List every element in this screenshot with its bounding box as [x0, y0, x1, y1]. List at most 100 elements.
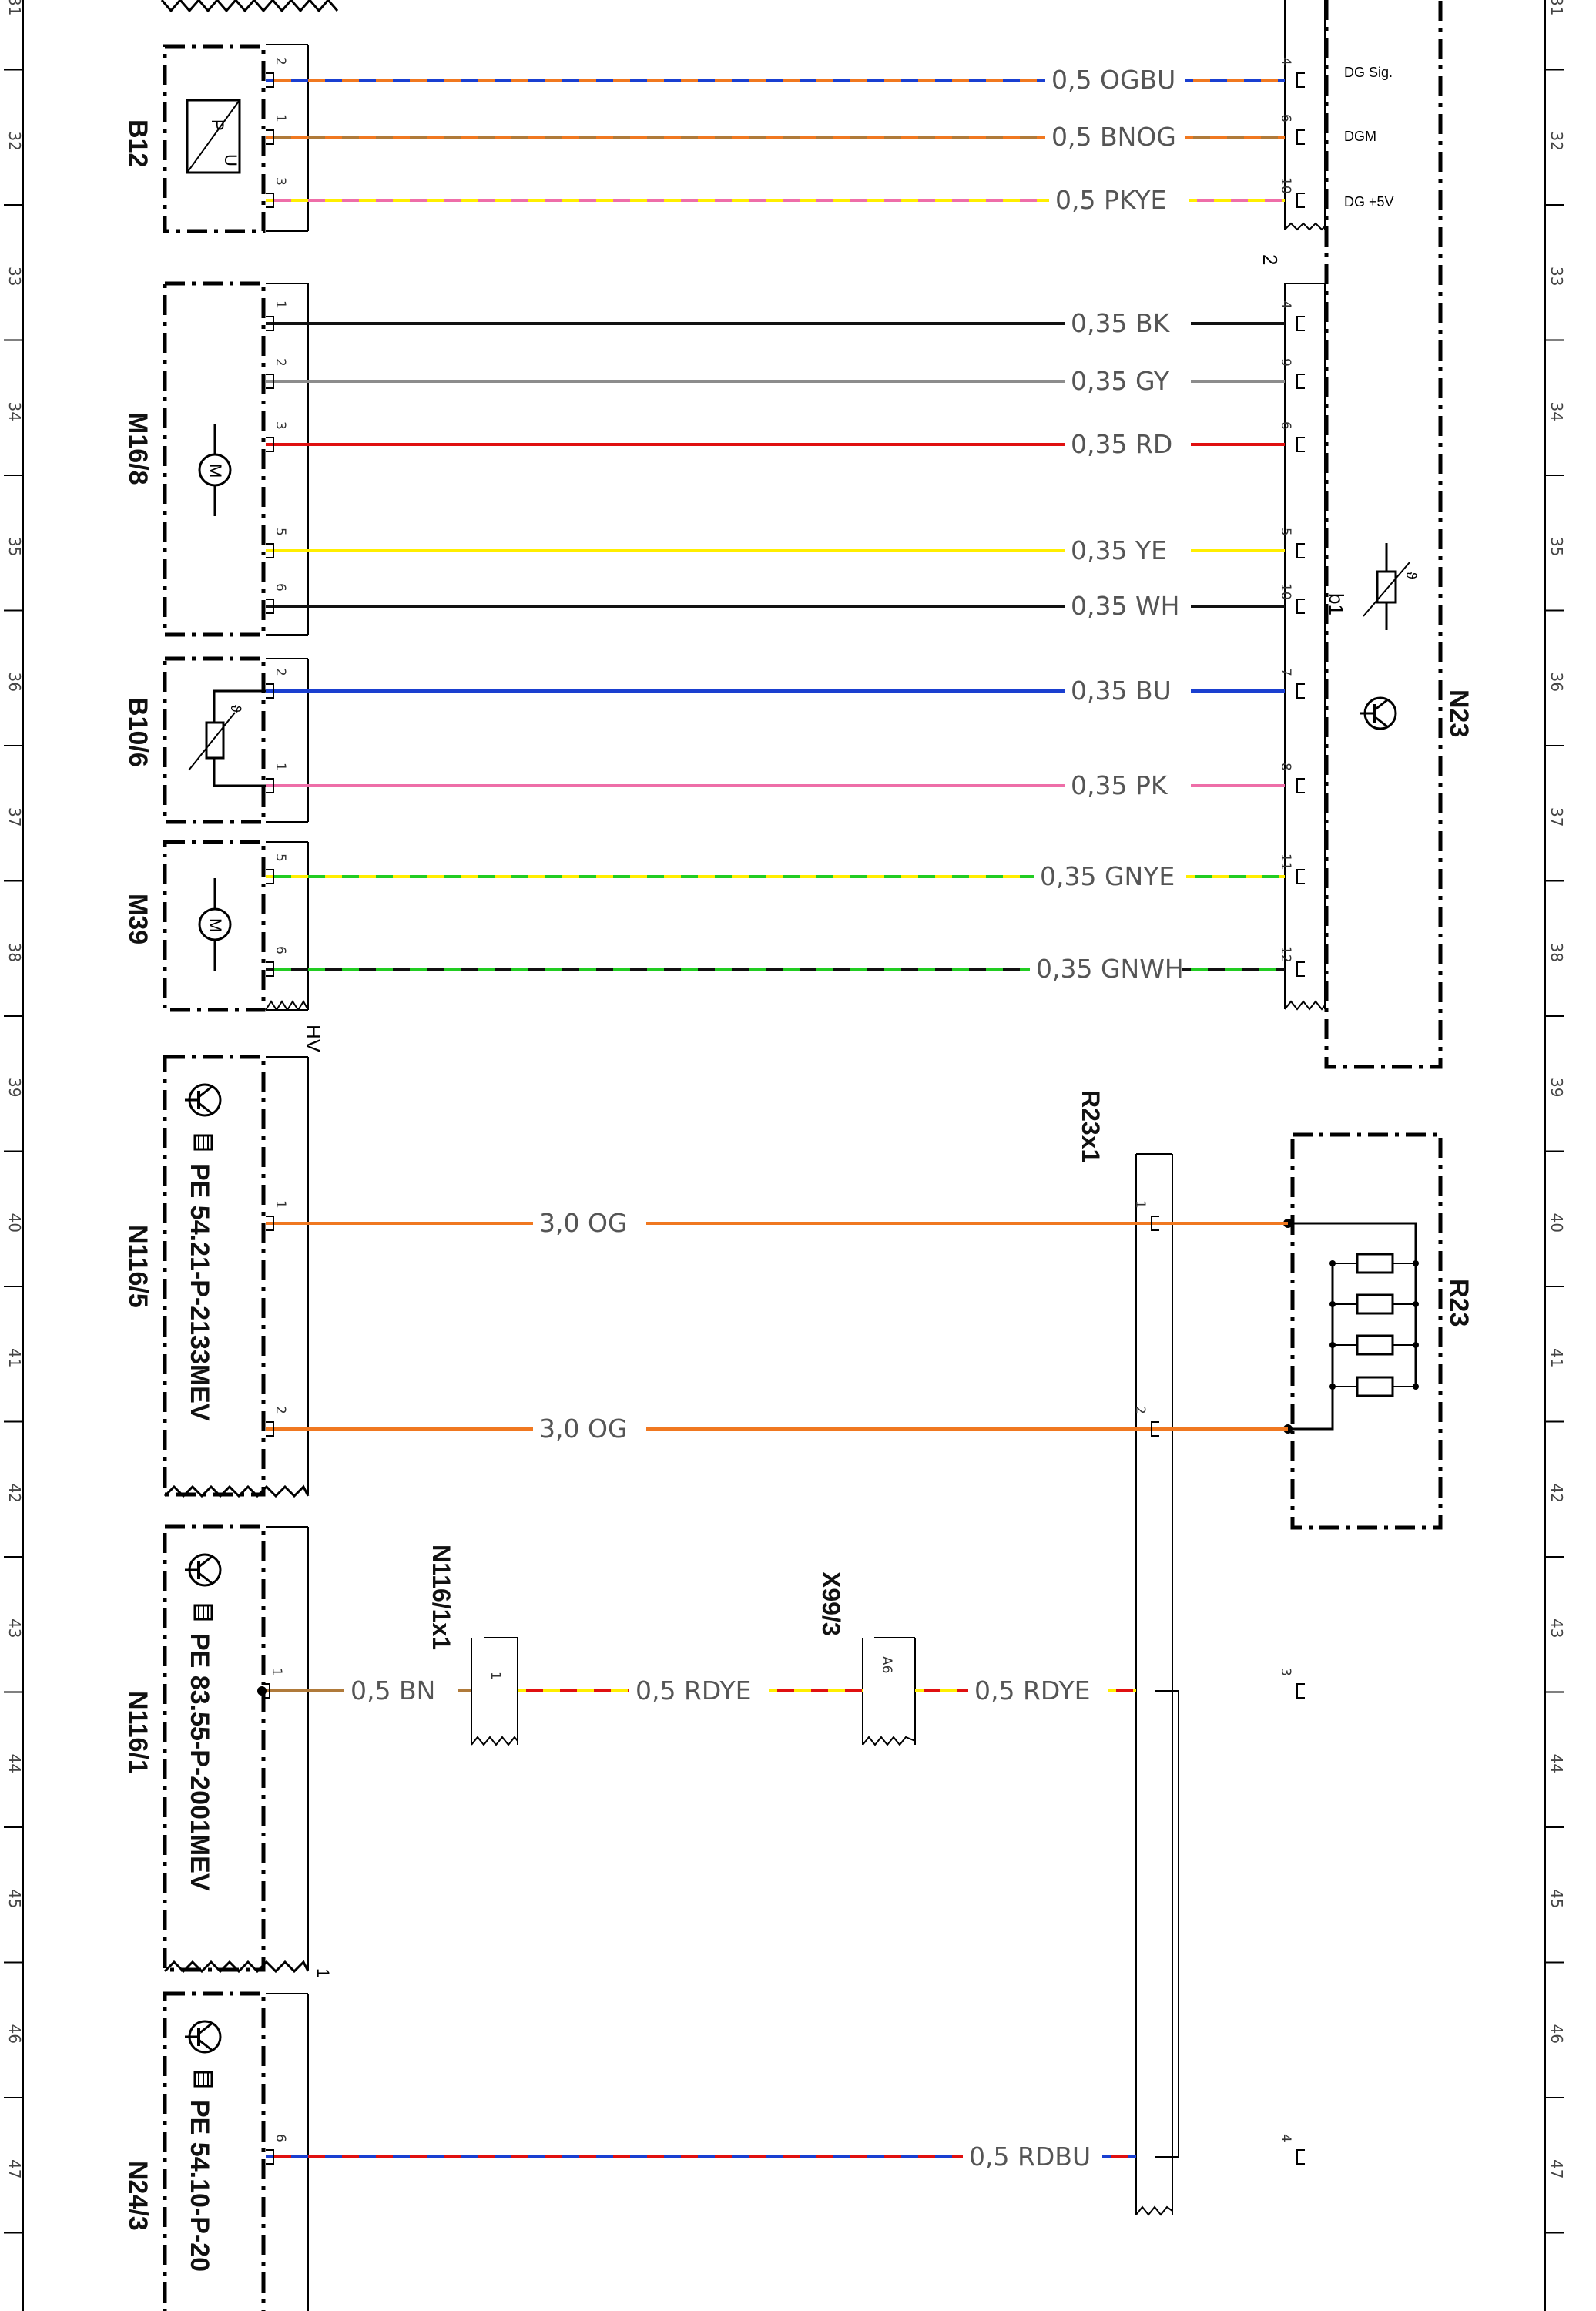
component-m16-8[interactable]: M M16/8	[123, 281, 309, 637]
pin-dg5v-label: DG +5V	[1344, 194, 1394, 210]
connector-2-label: 2	[1259, 254, 1282, 265]
wire[interactable]: 0,5 BN 1	[262, 1668, 471, 1706]
ruler-number: 46	[5, 2024, 24, 2044]
pin-number: 5	[273, 854, 288, 862]
n116-1-reference: PE 83.55-P-2001MEV	[185, 1633, 214, 1891]
wire-label: 0,35 BU	[1071, 676, 1172, 706]
pin-number: 11	[1278, 854, 1293, 870]
ruler-number: 36	[5, 673, 24, 692]
b12-code: B12	[123, 119, 153, 167]
component-n116-5[interactable]: PE 54.21-P-2133MEV N116/5	[123, 1055, 310, 1498]
b12-p-label: P	[208, 119, 227, 131]
wire-label: 0,5 RDYE	[635, 1675, 752, 1706]
ruler-number: 34	[1547, 402, 1566, 421]
n24-3-reference: PE 54.10-P-20	[185, 2100, 214, 2272]
pin-number: 1	[273, 1200, 288, 1209]
motor-icon: M	[198, 878, 232, 971]
pin-number: 3	[273, 177, 288, 186]
wire-label: 3,0 OG	[539, 1414, 628, 1444]
component-m39[interactable]: M M39	[123, 840, 309, 1012]
pin-number: 3	[273, 421, 288, 430]
wire[interactable]: 0,35 WH 6 10	[266, 583, 1305, 621]
ruler-number: 37	[1547, 807, 1566, 827]
wire-label: 0,35 RD	[1071, 429, 1172, 459]
connector-r23x1: R23x1	[1077, 1090, 1179, 2216]
pin-number: 4	[1278, 57, 1293, 65]
connector-n116-1x1: N116/1x1	[428, 1545, 518, 1746]
ruler-number: 43	[1547, 1618, 1566, 1638]
ruler-number: 38	[1547, 943, 1566, 962]
connector-1-label: 1	[314, 1968, 333, 1977]
ruler-number: 35	[5, 537, 24, 556]
ruler-number: 44	[5, 1754, 24, 1773]
ruler-number: 40	[5, 1213, 24, 1233]
pin-number: 4	[1278, 2134, 1293, 2142]
component-n24-3[interactable]: PE 54.10-P-20 N24/3	[123, 1991, 309, 2311]
ruler-number: 35	[1547, 537, 1566, 556]
ruler-number: 44	[1547, 1754, 1566, 1773]
svg-text:ϑ: ϑ	[228, 705, 243, 713]
transistor-icon	[1359, 696, 1397, 730]
pin-number: 2	[273, 668, 288, 676]
component-r23[interactable]: R23	[1283, 1132, 1474, 1530]
pin-number: 10	[1278, 583, 1293, 600]
r23-code: R23	[1444, 1279, 1474, 1327]
pin-number: 1	[269, 1668, 284, 1676]
wire[interactable]: 0,5 RDYE	[518, 1675, 863, 1706]
wire-label: 0,5 RDBU	[969, 2142, 1091, 2172]
pin-dg-sig-label: DG Sig.	[1344, 65, 1393, 80]
ruler-number: 33	[5, 267, 24, 286]
component-b10-6[interactable]: ϑ B10/6	[123, 656, 309, 824]
x99-3-code: X99/3	[817, 1571, 845, 1636]
pin-number: 8	[1278, 763, 1293, 771]
m39-code: M39	[123, 894, 153, 944]
pin-dgm-label: DGM	[1344, 129, 1376, 144]
ruler-number: 37	[5, 807, 24, 827]
pin-number: 1	[1132, 1200, 1148, 1209]
wire-label: 0,5 BN	[350, 1675, 435, 1706]
m16-8-code: M16/8	[123, 412, 153, 485]
temperature-sensor-icon: ϑ	[1363, 543, 1419, 630]
component-n23[interactable]: DG Sig. DGM DG +5V ϑ b1 N23	[1324, 0, 1474, 1069]
ruler-number: 39	[5, 1078, 24, 1097]
ruler-number: 41	[5, 1348, 24, 1367]
wire-label: 0,35 GY	[1071, 366, 1170, 396]
component-n116-1[interactable]: PE 83.55-P-2001MEV N116/1	[123, 1524, 310, 1974]
pin-number: 3	[1278, 1668, 1293, 1676]
pin-number: 9	[1278, 358, 1293, 367]
wire-label: 0,5 BNOG	[1051, 122, 1176, 152]
wire-label: 0,35 WH	[1071, 591, 1179, 621]
ruler-number: 46	[1547, 2024, 1566, 2044]
pin-number: 6	[273, 583, 288, 592]
pin-number: 4	[1278, 300, 1293, 309]
pin-number: 1	[488, 1672, 503, 1680]
wire-label: 0,35 BK	[1071, 308, 1171, 338]
ruler-number: 31	[1547, 0, 1566, 15]
wire-label: 0,5 PKYE	[1055, 185, 1166, 215]
r23x1-code: R23x1	[1077, 1090, 1105, 1162]
ruler-number: 36	[1547, 673, 1566, 692]
connector-n23-strip-lower	[1284, 283, 1326, 1011]
transistor-icon	[183, 1083, 222, 1117]
pin-number: 2	[1132, 1406, 1148, 1414]
wire-label: 0,35 GNWH	[1036, 954, 1184, 984]
ruler-number: 32	[1547, 132, 1566, 151]
